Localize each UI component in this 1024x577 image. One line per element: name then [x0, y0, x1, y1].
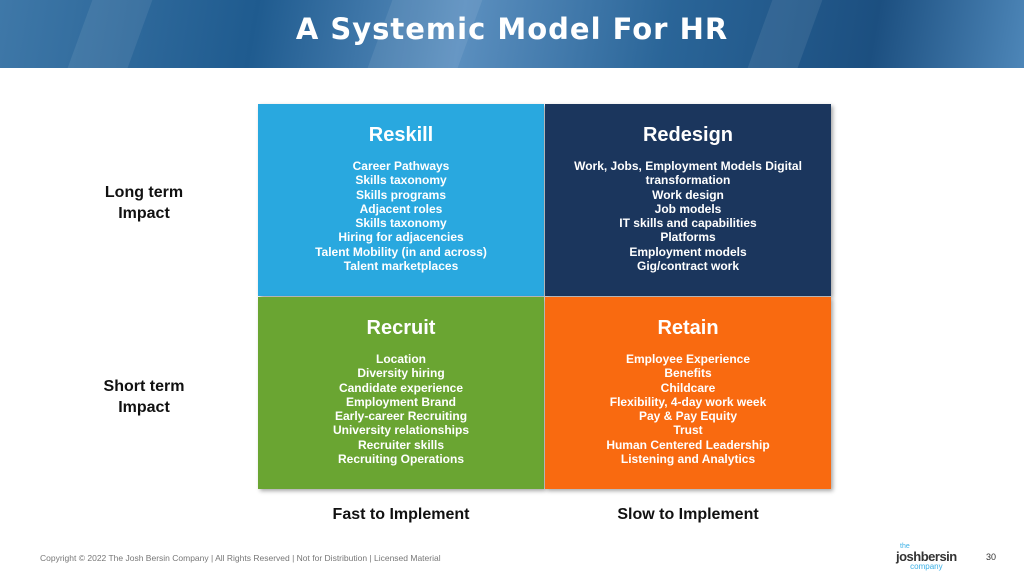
col-label-slow: Slow to Implement: [617, 506, 759, 523]
quadrant-item: Work design: [652, 187, 724, 202]
quadrant-item: Skills taxonomy: [355, 216, 447, 231]
header-banner: A Systemic Model For HR: [0, 0, 1024, 68]
quadrant-item: Hiring for adjacencies: [338, 230, 464, 245]
quadrant-item: University relationships: [332, 423, 470, 438]
quadrant-item: Early-career Recruiting: [334, 409, 468, 424]
quadrant-item: Job models: [654, 201, 722, 216]
quadrant-item: Employee Experience: [625, 352, 751, 366]
page-number: 30: [986, 552, 997, 562]
logo-top: the: [900, 543, 910, 550]
quadrant-title: Retain: [657, 317, 719, 339]
quadrant-item: Skills taxonomy: [355, 173, 447, 188]
page-title: A Systemic Model For HR: [295, 12, 729, 46]
quadrant-item: Diversity hiring: [357, 366, 445, 381]
quadrant-item: Recruiter skills: [357, 437, 445, 452]
row-label-short-term: Short term Impact: [103, 378, 185, 416]
quadrant-item: Flexibility, 4-day work week: [609, 394, 767, 409]
quadrant-item: Talent Mobility (in and across): [315, 244, 487, 259]
quadrant-title: Reskill: [368, 124, 434, 146]
quadrant-item: Employment Brand: [345, 394, 456, 409]
copyright-text: Copyright © 2022 The Josh Bersin Company…: [40, 553, 441, 563]
quadrant-item: Location: [376, 352, 426, 366]
quadrant-item: Trust: [673, 423, 703, 438]
quadrant-item: Human Centered Leadership: [606, 437, 770, 452]
quadrant-item: Gig/contract work: [636, 259, 740, 274]
quadrant-title: Recruit: [366, 317, 436, 339]
quadrant-item: Candidate experience: [338, 380, 464, 395]
quadrant-item: Platforms: [660, 230, 716, 245]
row-label-long-term: Long term Impact: [104, 184, 184, 222]
quadrant-item: Recruiting Operations: [337, 452, 465, 467]
quadrant-item: Listening and Analytics: [620, 452, 756, 467]
quadrant-item: Pay & Pay Equity: [638, 409, 738, 424]
quadrant-item: Employment models: [629, 244, 747, 259]
col-label-fast: Fast to Implement: [332, 506, 470, 523]
quadrant-item: Adjacent roles: [359, 201, 443, 216]
quadrant-item: Skills programs: [355, 187, 447, 202]
quadrant-item: Childcare: [660, 380, 716, 395]
logo-bottom: company: [910, 562, 943, 571]
quadrant-title: Redesign: [642, 124, 734, 146]
quadrant-item: Talent marketplaces: [343, 259, 459, 274]
quadrant-item: Career Pathways: [352, 159, 450, 173]
company-logo: the joshbersin company: [896, 542, 957, 572]
logo-main: joshbersin: [896, 549, 957, 564]
quadrant-item: Benefits: [664, 366, 712, 381]
quadrant-item: Work, Jobs, Employment Models Digital tr…: [574, 159, 802, 188]
quadrant-item: IT skills and capabilities: [619, 216, 757, 231]
